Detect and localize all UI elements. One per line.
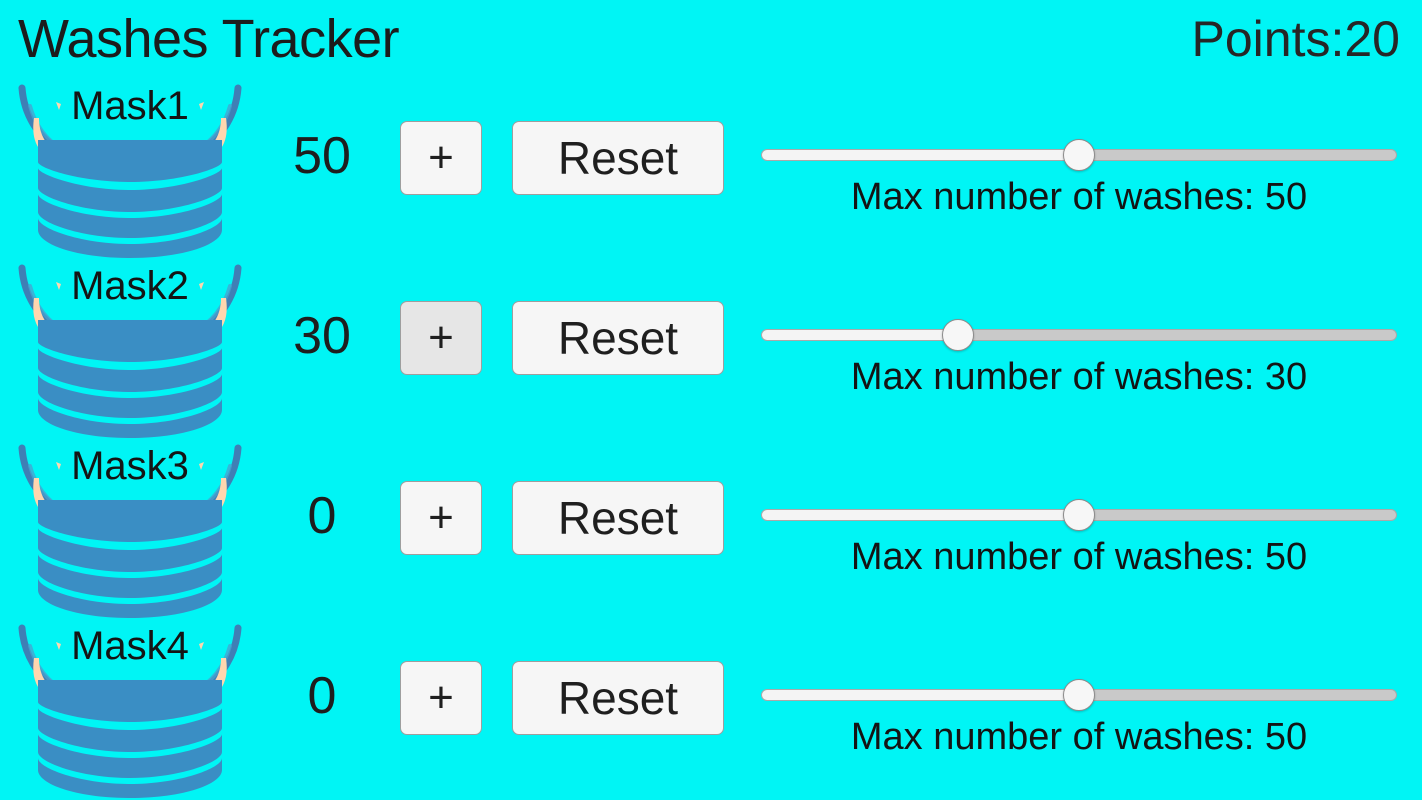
max-washes-label: Max number of washes: 50 — [850, 716, 1308, 758]
app-header: Washes Tracker Points:20 — [0, 0, 1422, 78]
mask-cell-3: Mask4 — [8, 618, 252, 798]
slider-cell-2: Max number of washes: 50 — [761, 438, 1397, 618]
mask-rows-list: Mask1 50 + Reset Max number of washes: 5… — [0, 78, 1422, 798]
mask-row: Mask2 30 + Reset Max number of washes: 3… — [0, 258, 1422, 438]
reset-button[interactable]: Reset — [512, 481, 724, 555]
increment-button[interactable]: + — [400, 661, 482, 735]
slider-cell-1: Max number of washes: 30 — [761, 258, 1397, 438]
slider-track-fill — [762, 690, 1079, 700]
reset-button[interactable]: Reset — [512, 301, 724, 375]
slider-thumb[interactable] — [1063, 679, 1095, 711]
max-washes-slider[interactable] — [761, 139, 1397, 171]
reset-button[interactable]: Reset — [512, 121, 724, 195]
increment-button[interactable]: + — [400, 481, 482, 555]
max-washes-slider[interactable] — [761, 499, 1397, 531]
wash-count: 0 — [307, 487, 337, 545]
max-washes-slider[interactable] — [761, 319, 1397, 351]
slider-track-fill — [762, 330, 959, 340]
reset-button[interactable]: Reset — [512, 661, 724, 735]
slider-track-fill — [762, 150, 1079, 160]
points-display: Points:20 — [1191, 11, 1400, 67]
mask-row: Mask1 50 + Reset Max number of washes: 5… — [0, 78, 1422, 258]
mask-cell-2: Mask3 — [8, 438, 252, 618]
slider-thumb[interactable] — [1063, 499, 1095, 531]
max-washes-label: Max number of washes: 50 — [850, 176, 1308, 218]
mask-row: Mask4 0 + Reset Max number of washes: 50 — [0, 618, 1422, 798]
slider-thumb[interactable] — [1063, 139, 1095, 171]
max-washes-slider[interactable] — [761, 679, 1397, 711]
increment-button[interactable]: + — [400, 301, 482, 375]
max-washes-label: Max number of washes: 50 — [850, 536, 1308, 578]
mask-row: Mask3 0 + Reset Max number of washes: 50 — [0, 438, 1422, 618]
slider-track-fill — [762, 510, 1079, 520]
page-title: Washes Tracker — [18, 9, 400, 69]
slider-cell-3: Max number of washes: 50 — [761, 618, 1397, 798]
mask-cell-1: Mask2 — [8, 258, 252, 438]
mask-cell-0: Mask1 — [8, 78, 252, 258]
wash-count: 0 — [307, 667, 337, 725]
slider-thumb[interactable] — [942, 319, 975, 351]
slider-cell-0: Max number of washes: 50 — [761, 78, 1397, 258]
slider-track[interactable] — [761, 329, 1397, 341]
max-washes-label: Max number of washes: 30 — [850, 356, 1308, 398]
increment-button[interactable]: + — [400, 121, 482, 195]
wash-count: 30 — [293, 307, 351, 365]
wash-count: 50 — [293, 127, 351, 185]
